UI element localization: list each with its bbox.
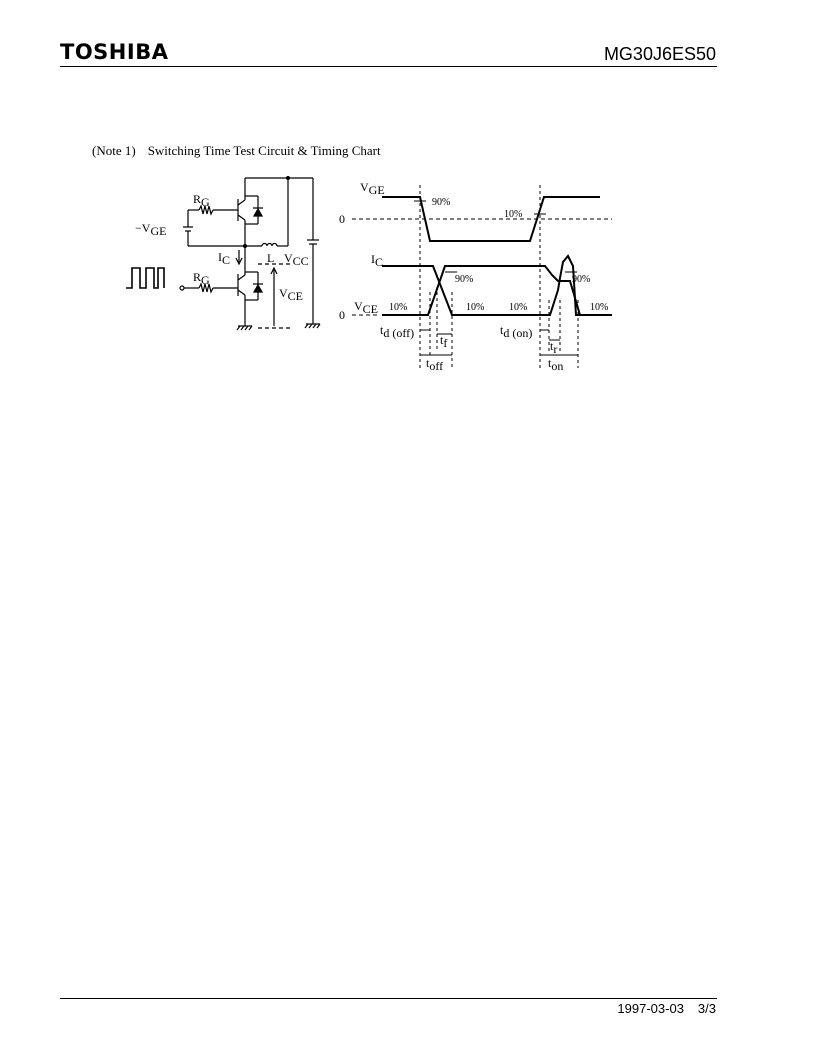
test-circuit	[126, 177, 321, 331]
vge-waveform	[382, 196, 600, 242]
vce-waveform	[382, 265, 612, 316]
pct-90-ic-on: 90%	[572, 274, 590, 285]
td-on-label: td (on)	[500, 323, 532, 340]
ic-waveform	[382, 254, 602, 316]
node-dot	[286, 176, 290, 180]
note-title: Switching Time Test Circuit & Timing Cha…	[147, 143, 381, 158]
vge-label: VGE	[360, 180, 385, 197]
pct-10-vce-a: 10%	[389, 302, 407, 313]
td-off-label: td (off)	[380, 323, 414, 340]
zero-label-vce: 0	[339, 308, 345, 322]
timing-chart	[352, 185, 612, 368]
footer-date: 1997-03-03	[617, 1001, 684, 1016]
tf-label: tf	[440, 333, 447, 350]
tr-label: tr	[550, 339, 557, 356]
pct-10-vce-b: 10%	[590, 302, 608, 313]
pct-90-ic-off: 90%	[455, 274, 473, 285]
pct-10-ic-on: 10%	[509, 302, 527, 313]
vcc-label: VCC	[284, 251, 309, 268]
footer-rule	[60, 998, 717, 999]
note-prefix: (Note 1)	[92, 143, 136, 158]
pct-90-vge: 90%	[432, 197, 450, 208]
inductor-label: L	[267, 251, 274, 265]
model-number: MG30J6ES50	[603, 44, 716, 64]
vge-neg-label: −VGE	[135, 221, 166, 238]
footer: 1997-03-03 3/3	[617, 1001, 716, 1016]
vce-circuit-label: VCE	[279, 286, 303, 303]
ton-label: ton	[548, 356, 563, 373]
pct-10-vge: 10%	[504, 209, 522, 220]
header-rule	[60, 66, 717, 67]
vce-chart-label: VCE	[354, 299, 378, 316]
pct-10-ic-off: 10%	[466, 302, 484, 313]
toff-label: toff	[426, 356, 443, 373]
page-number: 3/3	[697, 1001, 716, 1016]
ic-chart-label: IC	[371, 252, 383, 269]
zero-label-vge: 0	[339, 212, 345, 226]
note-caption: (Note 1) Switching Time Test Circuit & Ti…	[92, 143, 381, 159]
brand-logo: TOSHIBA	[60, 40, 169, 64]
ic-label: IC	[218, 250, 230, 267]
rg-bottom-label: RG	[193, 270, 210, 287]
rg-top-label: RG	[193, 192, 210, 209]
node-dot	[243, 244, 247, 248]
